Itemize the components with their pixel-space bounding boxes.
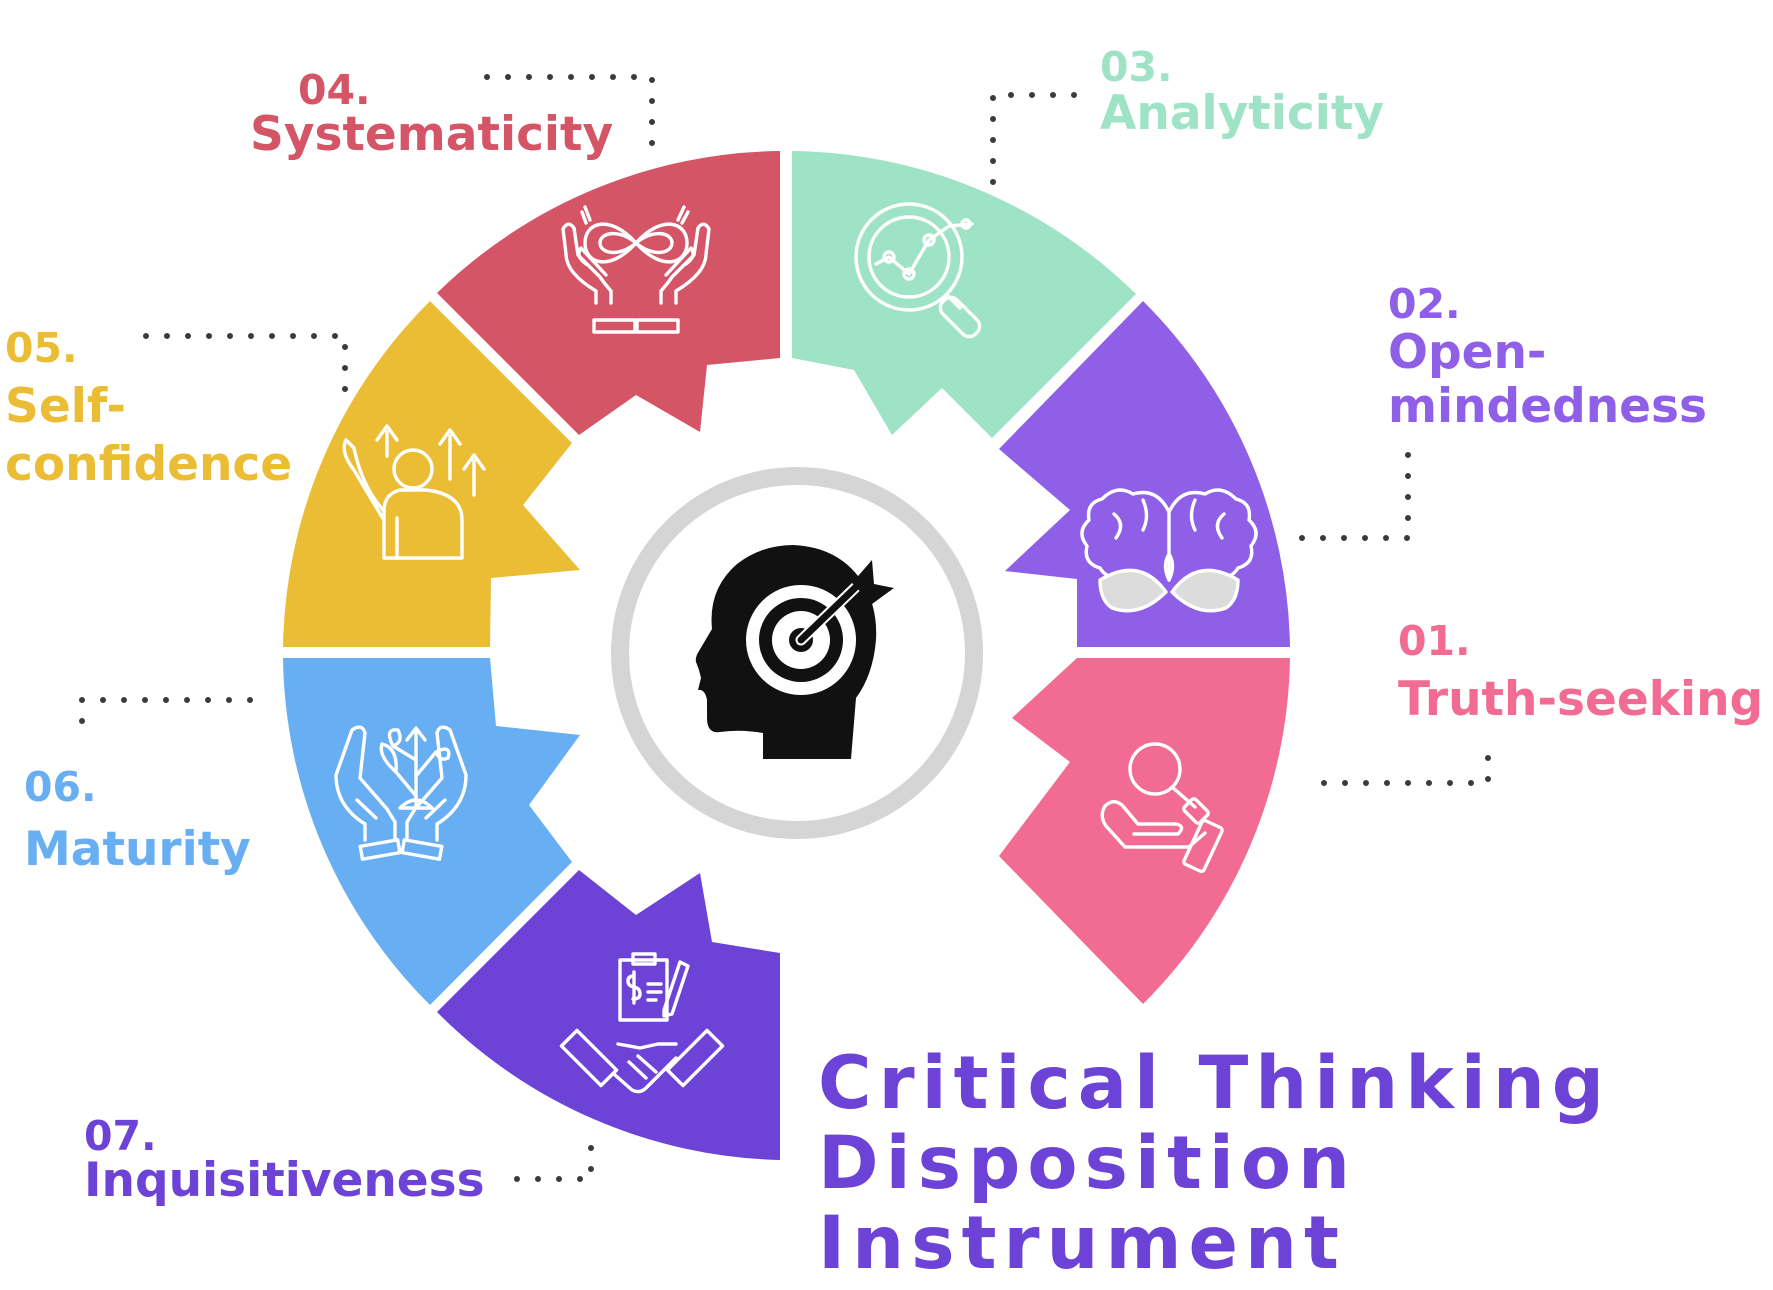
item-label: Maturity [24, 822, 251, 877]
title-line-1: Critical Thinking [818, 1041, 1611, 1126]
item-number: 02. [1388, 280, 1461, 328]
item-label-line-2: mindedness [1388, 379, 1707, 434]
diagram-title: Critical Thinking Disposition Instrument [818, 1041, 1611, 1286]
title-line-2: Disposition [818, 1121, 1357, 1206]
segment-truth-seeking [999, 658, 1290, 1004]
head-target-icon [695, 545, 894, 759]
item-label: Inquisitiveness [84, 1153, 485, 1208]
item-number: 07. [84, 1112, 157, 1160]
item-label: Systematicity [250, 107, 613, 162]
segment-systematicity [437, 151, 780, 435]
hand-magnifier-icon [1100, 742, 1224, 874]
title-line-3: Instrument [818, 1201, 1346, 1286]
item-label: Analyticity [1100, 86, 1384, 141]
handshake-contract-icon [559, 952, 725, 1094]
item-03-label: 03. Analyticity [1100, 43, 1384, 141]
infinity-hands-icon [561, 205, 711, 334]
magnifier-chart-icon [854, 202, 982, 339]
item-07-label: 07. Inquisitiveness [84, 1112, 485, 1208]
segment-maturity [283, 658, 580, 1005]
item-01-label: 01. Truth-seeking [1398, 617, 1763, 727]
item-label-line-1: Self- [5, 379, 126, 434]
item-04-label: 04. Systematicity [250, 66, 613, 162]
segment-inquisitiveness [437, 870, 780, 1160]
item-number: 05. [5, 324, 78, 372]
item-number: 06. [24, 763, 97, 811]
person-arrows-icon [342, 424, 486, 560]
brain-leaves-icon [1080, 488, 1258, 613]
item-number: 01. [1398, 617, 1471, 665]
item-label-line-2: confidence [5, 437, 292, 492]
item-label-line-1: Open- [1388, 325, 1546, 380]
item-02-label: 02. Open- mindedness [1388, 280, 1707, 434]
item-number: 03. [1100, 43, 1173, 91]
item-05-label: 05. Self- confidence [5, 324, 292, 492]
segment-analyticity [792, 151, 1136, 438]
leader-lines [79, 74, 1491, 1182]
item-06-label: 06. Maturity [24, 763, 251, 877]
hands-plant-icon [334, 725, 468, 861]
item-label: Truth-seeking [1398, 672, 1763, 727]
item-number: 04. [298, 66, 371, 114]
segment-open-mindedness [999, 301, 1290, 647]
